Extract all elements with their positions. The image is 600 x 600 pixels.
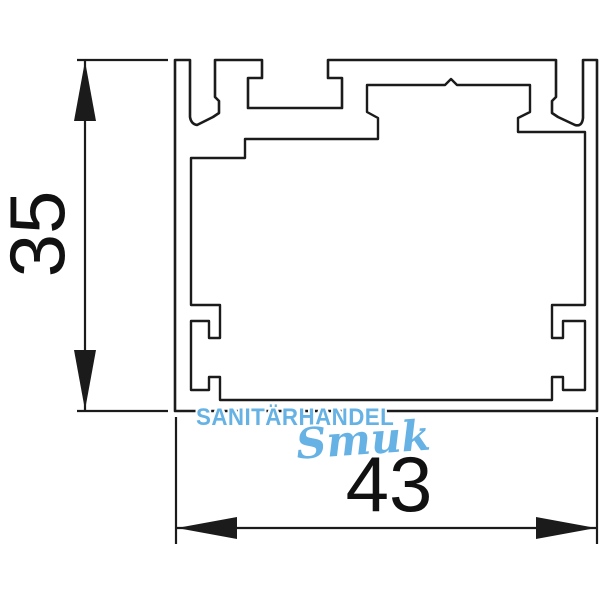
watermark-shop-name: SANITÄRHANDEL [196, 404, 395, 431]
dimension-width: 43 [174, 417, 599, 544]
profile-cavity-contour [189, 77, 587, 402]
profile-section [173, 58, 599, 413]
dimension-height-label: 35 [0, 191, 81, 278]
arrowhead-up-icon [74, 61, 96, 121]
arrowhead-left-icon [177, 517, 237, 539]
dimension-height: 35 [0, 58, 168, 413]
dimension-width-label: 43 [346, 440, 433, 528]
arrowhead-right-icon [536, 517, 596, 539]
arrowhead-down-icon [74, 350, 96, 410]
watermark-shop-script: Smuk [294, 410, 432, 469]
